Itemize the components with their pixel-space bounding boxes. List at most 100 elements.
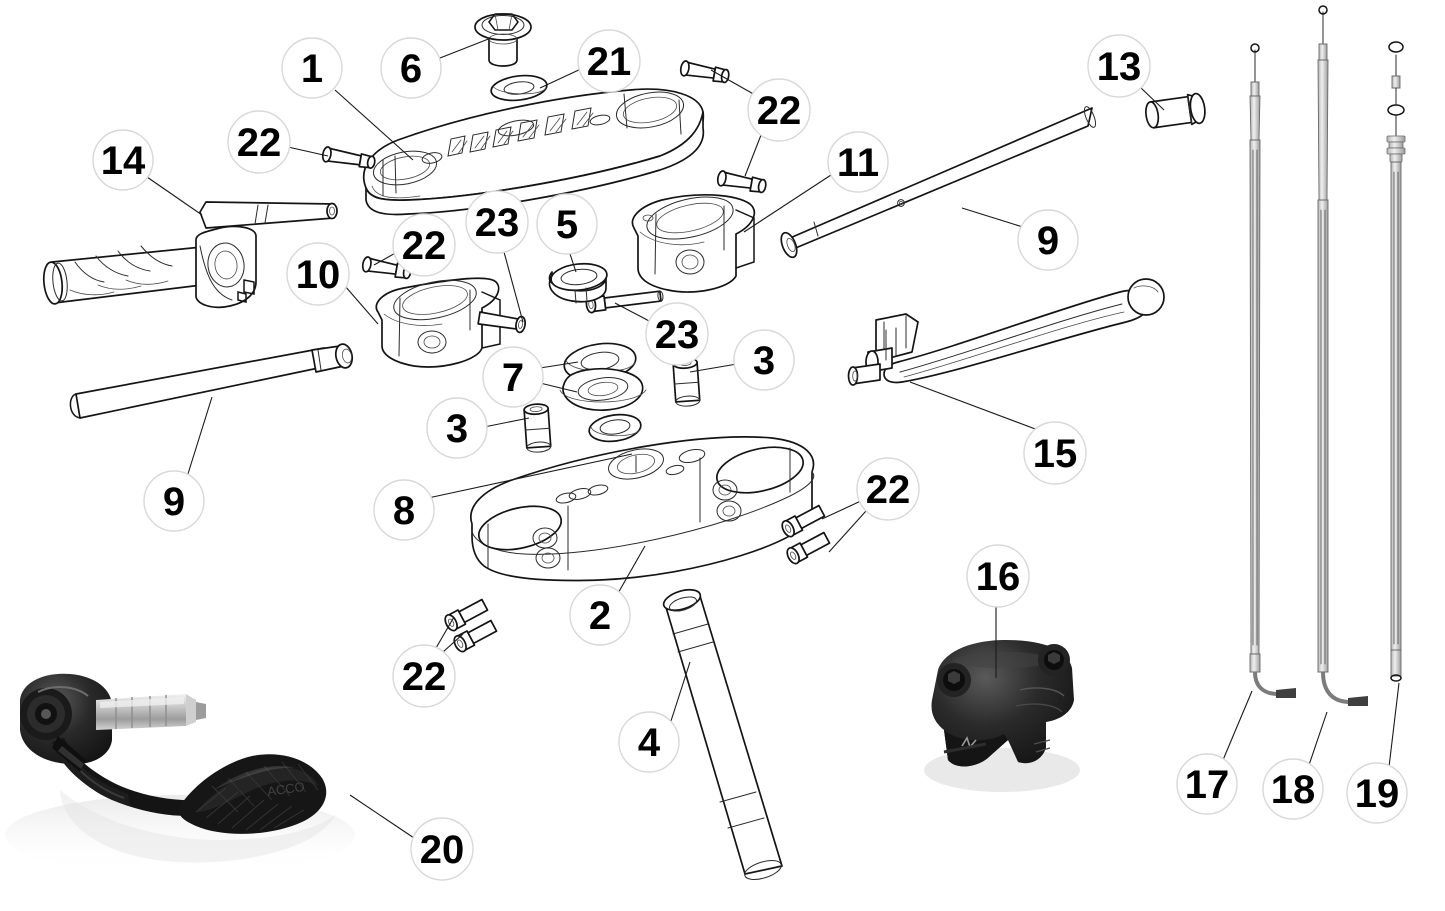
- callout-ring: [1346, 762, 1408, 824]
- part-15-brake-clutch-lever: [847, 278, 1165, 386]
- callout-ring: [426, 397, 488, 459]
- callout-number: 3: [446, 407, 468, 451]
- callout-11[interactable]: 11: [827, 131, 889, 193]
- callout-ring: [373, 479, 435, 541]
- callout-ring: [577, 29, 641, 93]
- callout-ring: [1176, 753, 1238, 815]
- callout-number: 3: [753, 339, 775, 383]
- callout-9[interactable]: 9: [143, 470, 205, 532]
- callout-5[interactable]: 5: [536, 193, 598, 255]
- callout-ring: [827, 131, 889, 193]
- callout-number: 22: [866, 468, 911, 512]
- leader-line-6: [439, 37, 492, 59]
- callout-ring: [569, 584, 631, 646]
- callout-21[interactable]: 21: [577, 29, 641, 93]
- callout-number: 6: [400, 47, 422, 91]
- callout-15[interactable]: 15: [1023, 421, 1087, 485]
- leader-line-22: [435, 616, 455, 649]
- callout-6[interactable]: 6: [380, 37, 442, 99]
- callout-23[interactable]: 23: [645, 302, 709, 366]
- part-20-carbon-lever-guard: ACCO: [0, 660, 400, 910]
- leader-line-22: [710, 69, 758, 97]
- callout-number: 22: [757, 89, 802, 133]
- callout-number: 22: [402, 224, 447, 268]
- leader-line-19: [1388, 682, 1400, 768]
- part-13-bar-end-plug: [1145, 92, 1206, 129]
- callout-number: 15: [1033, 432, 1078, 476]
- callout-8[interactable]: 8: [373, 479, 435, 541]
- part-10-left-handlebar-clamp: [375, 277, 527, 368]
- callout-ring: [1023, 421, 1087, 485]
- callout-number: 21: [587, 40, 632, 84]
- callout-ring: [645, 302, 709, 366]
- callout-number: 8: [393, 489, 415, 533]
- callout-18[interactable]: 18: [1262, 758, 1324, 820]
- callout-ring: [1017, 209, 1079, 271]
- callout-ring: [856, 457, 920, 521]
- callout-ring: [380, 37, 442, 99]
- leader-line-7: [539, 382, 578, 393]
- svg-text:ACCO: ACCO: [266, 779, 305, 799]
- callout-16[interactable]: 16: [966, 544, 1030, 608]
- part-14-throttle-tube-with-grip: [42, 201, 338, 309]
- callout-4[interactable]: 4: [618, 711, 680, 773]
- callout-number: 22: [402, 655, 447, 699]
- callout-7[interactable]: 7: [482, 346, 544, 408]
- part-8-lower-bearing-seat: [588, 413, 642, 443]
- callout-number: 23: [475, 201, 520, 245]
- callout-ring: [747, 78, 811, 142]
- callout-13[interactable]: 13: [1087, 34, 1151, 98]
- callout-number: 5: [556, 203, 578, 247]
- callout-22[interactable]: 22: [227, 110, 291, 174]
- callout-ring: [536, 193, 598, 255]
- callout-2[interactable]: 2: [569, 584, 631, 646]
- leader-line-22: [442, 633, 464, 653]
- callout-10[interactable]: 10: [286, 242, 350, 306]
- callout-1[interactable]: 1: [281, 37, 343, 99]
- callout-ring: [143, 470, 205, 532]
- callout-22[interactable]: 22: [392, 644, 456, 708]
- callout-number: 10: [296, 253, 341, 297]
- callout-number: 17: [1185, 763, 1230, 807]
- callout-number: 7: [502, 356, 524, 400]
- leader-line-11: [743, 174, 832, 233]
- callout-3[interactable]: 3: [426, 397, 488, 459]
- callout-number: 2: [589, 594, 611, 638]
- leader-line-9: [186, 396, 213, 478]
- leader-line-3: [689, 363, 738, 373]
- callout-ring: [1262, 758, 1324, 820]
- part-2-lower-triple-clamp: [470, 436, 815, 582]
- callout-9[interactable]: 9: [1017, 209, 1079, 271]
- leader-line-22: [821, 499, 864, 520]
- leader-line-23: [503, 251, 524, 323]
- callout-17[interactable]: 17: [1176, 753, 1238, 815]
- part-22-hex-socket-bolts-lower: [444, 504, 831, 653]
- callout-ring: [966, 544, 1030, 608]
- part-11-right-handlebar-clamp: [631, 194, 756, 293]
- leader-line-4: [669, 661, 691, 725]
- callout-ring: [465, 190, 529, 254]
- leader-line-5: [569, 253, 577, 273]
- callout-23[interactable]: 23: [465, 190, 529, 254]
- callout-14[interactable]: 14: [92, 129, 154, 191]
- callout-22[interactable]: 22: [747, 78, 811, 142]
- callout-22[interactable]: 22: [392, 213, 456, 277]
- callout-22[interactable]: 22: [856, 457, 920, 521]
- part-18-control-cable-medium: [1317, 5, 1368, 706]
- leader-line-22: [828, 510, 867, 553]
- callout-20[interactable]: 20: [410, 817, 474, 881]
- leader-lines: [146, 37, 1400, 841]
- leader-line-23: [614, 302, 652, 323]
- callout-ring: [618, 711, 680, 773]
- part-22-hex-socket-bolts-top: [321, 60, 767, 280]
- callout-number: 1: [301, 47, 323, 91]
- part-9-handlebar-tube-right: [780, 106, 1097, 259]
- callout-19[interactable]: 19: [1346, 762, 1408, 824]
- callout-ring: [410, 817, 474, 881]
- callout-ring: [392, 644, 456, 708]
- callout-3[interactable]: 3: [733, 329, 795, 391]
- leader-line-20: [349, 794, 418, 841]
